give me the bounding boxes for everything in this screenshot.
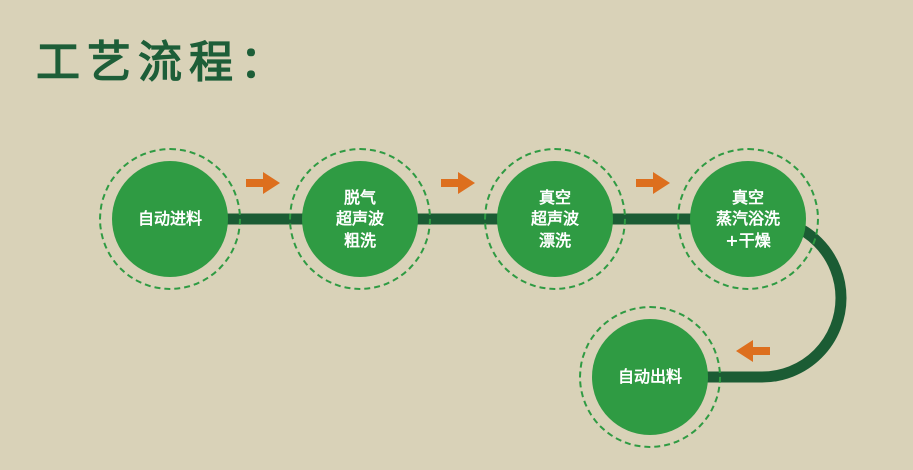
arrow-right-icon — [246, 172, 280, 194]
step-circle: 真空 超声波 漂洗 — [497, 161, 613, 277]
dashed-ring — [289, 148, 431, 290]
step-circle: 脱气 超声波 粗洗 — [302, 161, 418, 277]
step-label-line: 漂洗 — [538, 230, 571, 250]
arrow-left-icon — [736, 340, 770, 362]
step-label-line: 蒸汽浴洗 — [715, 209, 780, 229]
flow-step-vacuum-steam-bath-wash-dry: 真空 蒸汽浴洗 +干燥 — [677, 148, 819, 290]
arrow-right-icon — [636, 172, 670, 194]
step-label-line: 真空 — [731, 187, 764, 207]
step-label-line: 超声波 — [335, 209, 384, 229]
flow-step-vacuum-ultrasonic-rinse: 真空 超声波 漂洗 — [484, 148, 626, 290]
dashed-ring — [99, 148, 241, 290]
step-circle: 自动进料 — [112, 161, 228, 277]
flow-step-auto-discharge: 自动出料 — [579, 306, 721, 448]
flow-step-auto-feed: 自动进料 — [99, 148, 241, 290]
step-label-line: 脱气 — [343, 187, 376, 207]
step-label-line: 自动出料 — [617, 367, 682, 387]
dashed-ring — [484, 148, 626, 290]
step-label-line: 粗洗 — [343, 230, 376, 250]
dashed-ring — [579, 306, 721, 448]
step-label-line: +干燥 — [725, 230, 771, 250]
page-title: 工艺流程： — [36, 37, 291, 88]
step-circle: 真空 蒸汽浴洗 +干燥 — [690, 161, 806, 277]
arrow-right-icon — [441, 172, 475, 194]
step-label-line: 超声波 — [530, 209, 579, 229]
step-circle: 自动出料 — [592, 319, 708, 435]
step-label-line: 自动进料 — [137, 209, 202, 229]
dashed-ring — [677, 148, 819, 290]
flow-step-degas-ultrasonic-rough-wash: 脱气 超声波 粗洗 — [289, 148, 431, 290]
step-label-line: 真空 — [538, 187, 571, 207]
